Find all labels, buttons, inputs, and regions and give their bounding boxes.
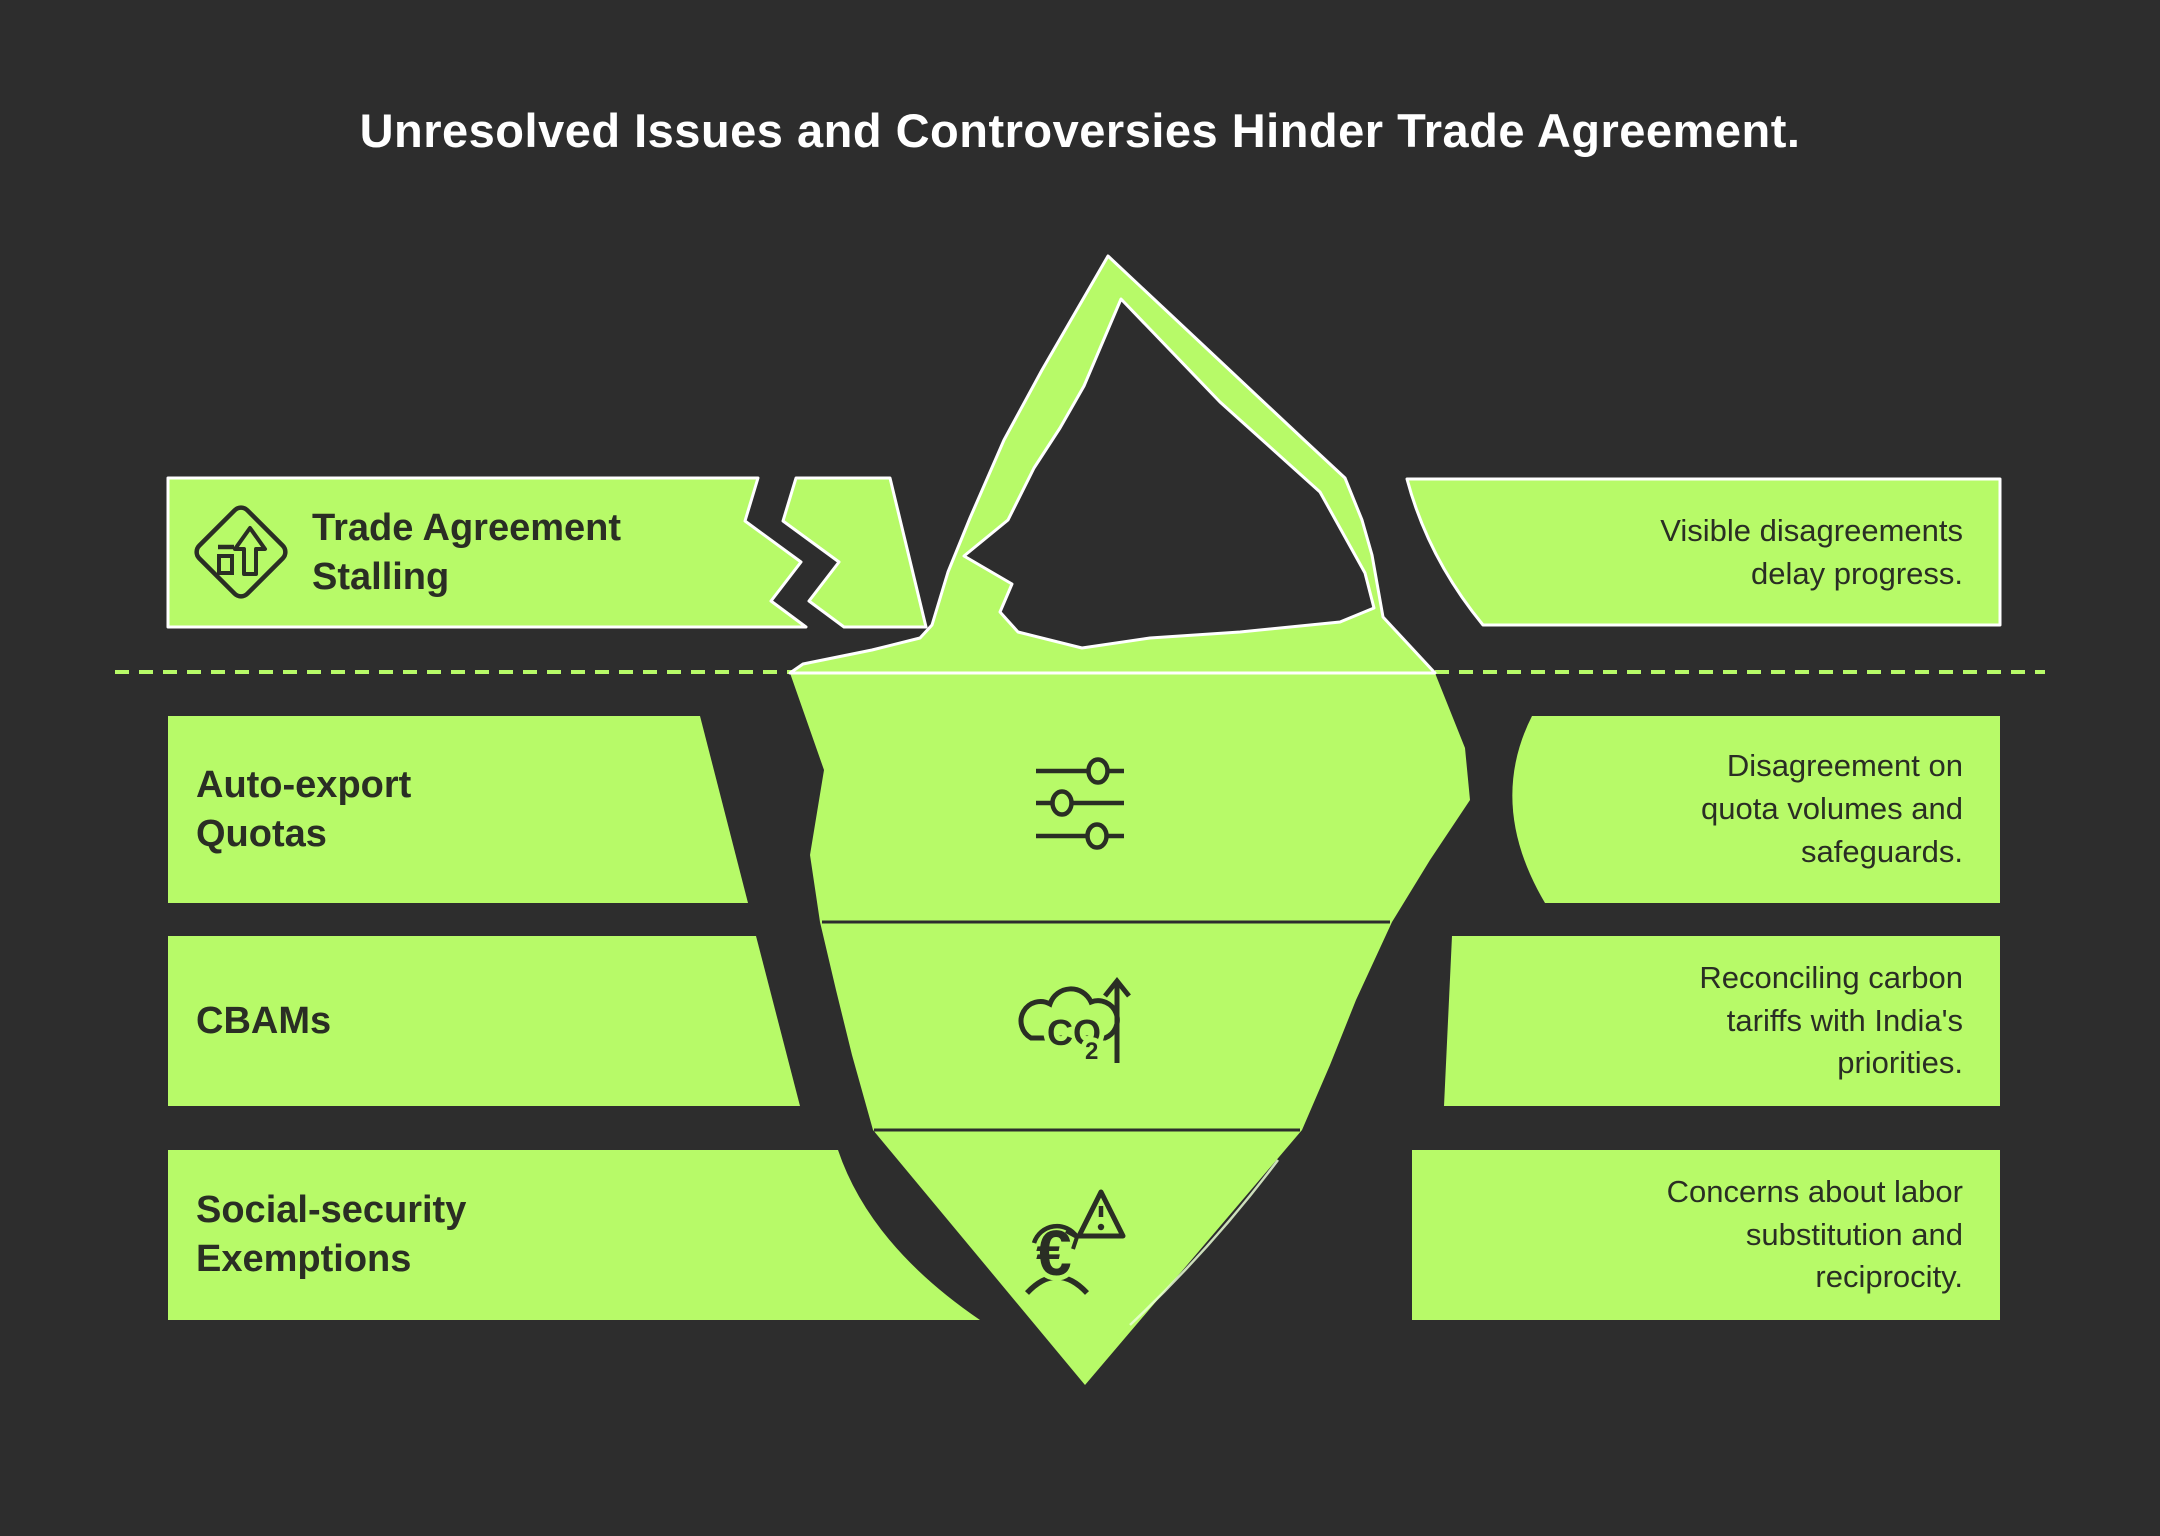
co2-subscript: 2 [1085, 1038, 1098, 1065]
road-sign-diamond [194, 505, 288, 599]
label-trade-agreement-stalling: Trade Agreement Stalling [312, 506, 622, 598]
slider-knob-3 [1085, 822, 1109, 850]
refresh-arrow-head [1065, 1229, 1079, 1250]
band-right-3-shape [1444, 936, 2000, 1106]
band-left-3-shape [168, 936, 800, 1106]
person-shoulders-arc [1024, 1274, 1090, 1295]
rise-arrow-head [1103, 976, 1131, 998]
note-labor-concerns: Concerns about labor substitution and re… [1666, 1173, 1963, 1295]
band-right-1-shape [1405, 477, 2002, 627]
band-right-4-shape [1412, 1150, 2000, 1320]
note-carbon-tariffs: Reconciling carbon tariffs with India's … [1699, 959, 1963, 1081]
slider-knob-1 [1086, 757, 1110, 785]
label-cbams: CBAMs [196, 999, 332, 1042]
band-left-2-shape [168, 716, 748, 903]
co2-rise-icon: CO 2 [1018, 976, 1131, 1070]
label-social-security-exemptions: Social-security Exemptions [196, 1189, 467, 1280]
band-left-4-shape [168, 1150, 980, 1320]
band-left-1-shape [166, 476, 808, 629]
road-sign-merge-icon [194, 505, 288, 599]
warning-triangle [1076, 1189, 1126, 1239]
warning-exclamation-dot [1097, 1223, 1105, 1231]
slider-knob-2 [1050, 789, 1074, 817]
note-quota-disagreement: Disagreement on quota volumes and safegu… [1701, 748, 1963, 869]
page-title: Unresolved Issues and Controversies Hind… [359, 104, 1801, 157]
sliders-icon [1036, 757, 1124, 850]
euro-person-warning-icon: € [1024, 1189, 1126, 1295]
label-auto-export-quotas: Auto-export Quotas [196, 763, 412, 855]
iceberg-inner-mountain-cutout [962, 297, 1376, 650]
refresh-arc [1031, 1223, 1079, 1244]
band-left-1-fragment [781, 476, 928, 629]
iceberg-underwater-body [790, 673, 1470, 1385]
co2-label: CO [1047, 1012, 1101, 1053]
road-sign-up-arrow [233, 526, 267, 576]
note-visible-disagreements: Visible disagreements delay progress. [1660, 512, 1963, 591]
road-sign-block [217, 554, 234, 575]
crack-highlight-line [1129, 1159, 1279, 1326]
band-right-2-shape [1512, 716, 2000, 903]
